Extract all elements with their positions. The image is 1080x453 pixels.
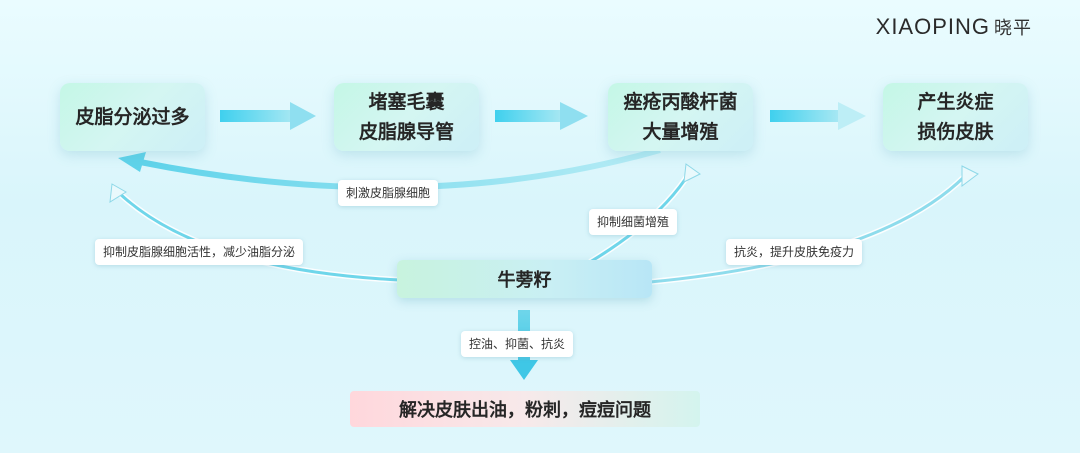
arrow-n2-n3	[495, 102, 588, 130]
brand-sub: 晓平	[994, 18, 1032, 38]
label-down: 控油、抑菌、抗炎	[461, 331, 574, 357]
label-anti-inflammatory: 抗炎，提升皮肤免疫力	[726, 239, 863, 265]
curve-stimulate-head	[118, 152, 146, 172]
node-bacteria-proliferation: 痤疮丙酸杆菌 大量增殖	[608, 83, 753, 151]
result-banner: 解决皮肤出油，粉刺，痘痘问题	[350, 391, 700, 427]
node-excess-sebum: 皮脂分泌过多	[60, 83, 205, 151]
node-inflammation: 产生炎症 损伤皮肤	[883, 83, 1028, 151]
curve-anti-inflammatory	[649, 173, 968, 285]
center-ingredient: 牛蒡籽	[397, 260, 652, 298]
arrow-n1-n2	[220, 102, 316, 130]
node-clogged-follicle: 堵塞毛囊 皮脂腺导管	[334, 83, 479, 151]
label-inhibit-bacteria: 抑制细菌增殖	[589, 209, 678, 235]
brand-name: XIAOPING	[875, 14, 990, 39]
label-stimulate: 刺激皮脂腺细胞	[338, 180, 439, 206]
label-inhibit-sebum: 抑制皮脂腺细胞活性，减少油脂分泌	[95, 239, 304, 265]
arrow-n3-n4	[770, 102, 866, 130]
